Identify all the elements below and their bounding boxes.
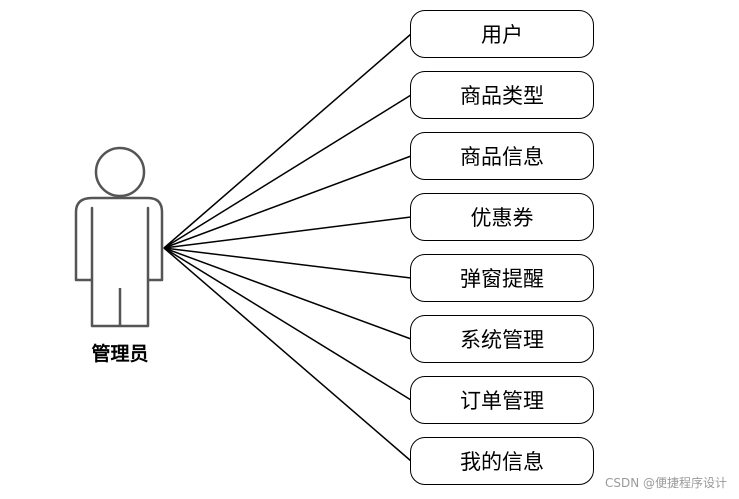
use-case-product-info[interactable]: 商品信息 (410, 132, 594, 180)
actor-figure-icon (74, 146, 164, 328)
connector-line (163, 155, 412, 249)
connector-line (163, 247, 412, 279)
actor-body (74, 196, 164, 328)
connector-line (163, 247, 412, 401)
use-case-order-management[interactable]: 订单管理 (410, 376, 594, 424)
use-case-label: 商品类型 (460, 84, 544, 108)
actor-head (94, 146, 146, 198)
watermark: CSDN @便捷程序设计 (604, 476, 727, 490)
connector-line (163, 94, 412, 249)
use-case-label: 弹窗提醒 (460, 267, 544, 291)
use-case-label: 系统管理 (460, 328, 544, 352)
connector-lines (163, 33, 412, 462)
use-case-label: 优惠券 (470, 206, 534, 230)
use-case-label: 我的信息 (460, 450, 544, 474)
use-case-popup-reminders[interactable]: 弹窗提醒 (410, 254, 594, 302)
use-case-system-management[interactable]: 系统管理 (410, 315, 594, 363)
connector-line (163, 216, 412, 249)
connector-line (163, 33, 412, 249)
use-case-users[interactable]: 用户 (410, 10, 594, 58)
connector-line (163, 247, 412, 340)
actor-label: 管理员 (91, 343, 149, 365)
use-case-my-info[interactable]: 我的信息 (410, 437, 594, 485)
use-case-label: 商品信息 (460, 145, 544, 169)
use-case-product-types[interactable]: 商品类型 (410, 71, 594, 119)
use-case-label: 订单管理 (460, 389, 544, 413)
connector-line (163, 247, 412, 462)
use-case-label: 用户 (481, 23, 523, 47)
use-case-coupons[interactable]: 优惠券 (410, 193, 594, 241)
